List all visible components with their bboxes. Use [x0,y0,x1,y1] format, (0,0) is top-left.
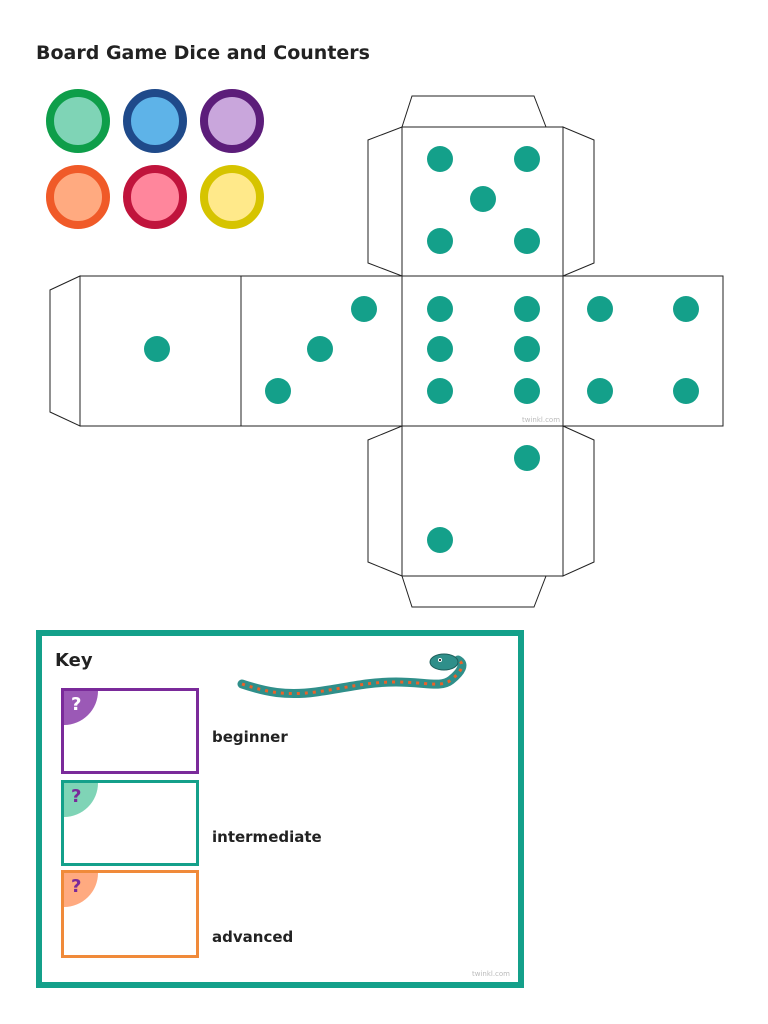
face-two [401,425,564,577]
level-card-intermediate: ? [61,780,199,866]
pip [265,378,291,404]
pip [587,296,613,322]
pip [427,228,453,254]
flap-bottom [401,575,547,608]
page-title: Board Game Dice and Counters [36,42,370,64]
pip [470,186,496,212]
pip [144,336,170,362]
counter-purple [200,89,264,153]
pip [427,527,453,553]
question-icon: ? [64,691,98,725]
flap-left [49,275,81,427]
flap-top [401,95,547,128]
pip [587,378,613,404]
key-panel: Key ? beginner ? intermediate ? advanced… [36,630,524,988]
flap-bottom-right [562,425,595,577]
pip [514,228,540,254]
level-label-intermediate: intermediate [212,828,322,846]
level-card-beginner: ? [61,688,199,774]
level-card-advanced: ? [61,870,199,958]
flap-top-right [562,126,595,277]
question-icon: ? [64,783,98,817]
face-four [562,275,724,427]
pip [514,378,540,404]
pip [514,336,540,362]
snake-icon [237,653,467,699]
counter-blue [123,89,187,153]
level-label-advanced: advanced [212,928,294,946]
pip [427,296,453,322]
counter-orange [46,165,110,229]
flap-top-left [367,126,403,277]
dice-net: twinkl.com [49,95,724,608]
flap-bottom-left [367,425,403,577]
watermark: twinkl.com [522,416,560,424]
pip [427,146,453,172]
level-label-beginner: beginner [212,728,288,746]
pip [673,378,699,404]
pip [427,378,453,404]
counter-green [46,89,110,153]
counter-red [123,165,187,229]
pip [514,445,540,471]
key-title: Key [55,650,93,671]
pip [514,146,540,172]
pip [307,336,333,362]
question-icon: ? [64,873,98,907]
counter-yellow [200,165,264,229]
pip [351,296,377,322]
watermark: twinkl.com [471,970,510,978]
pip [427,336,453,362]
pip [514,296,540,322]
pip [673,296,699,322]
